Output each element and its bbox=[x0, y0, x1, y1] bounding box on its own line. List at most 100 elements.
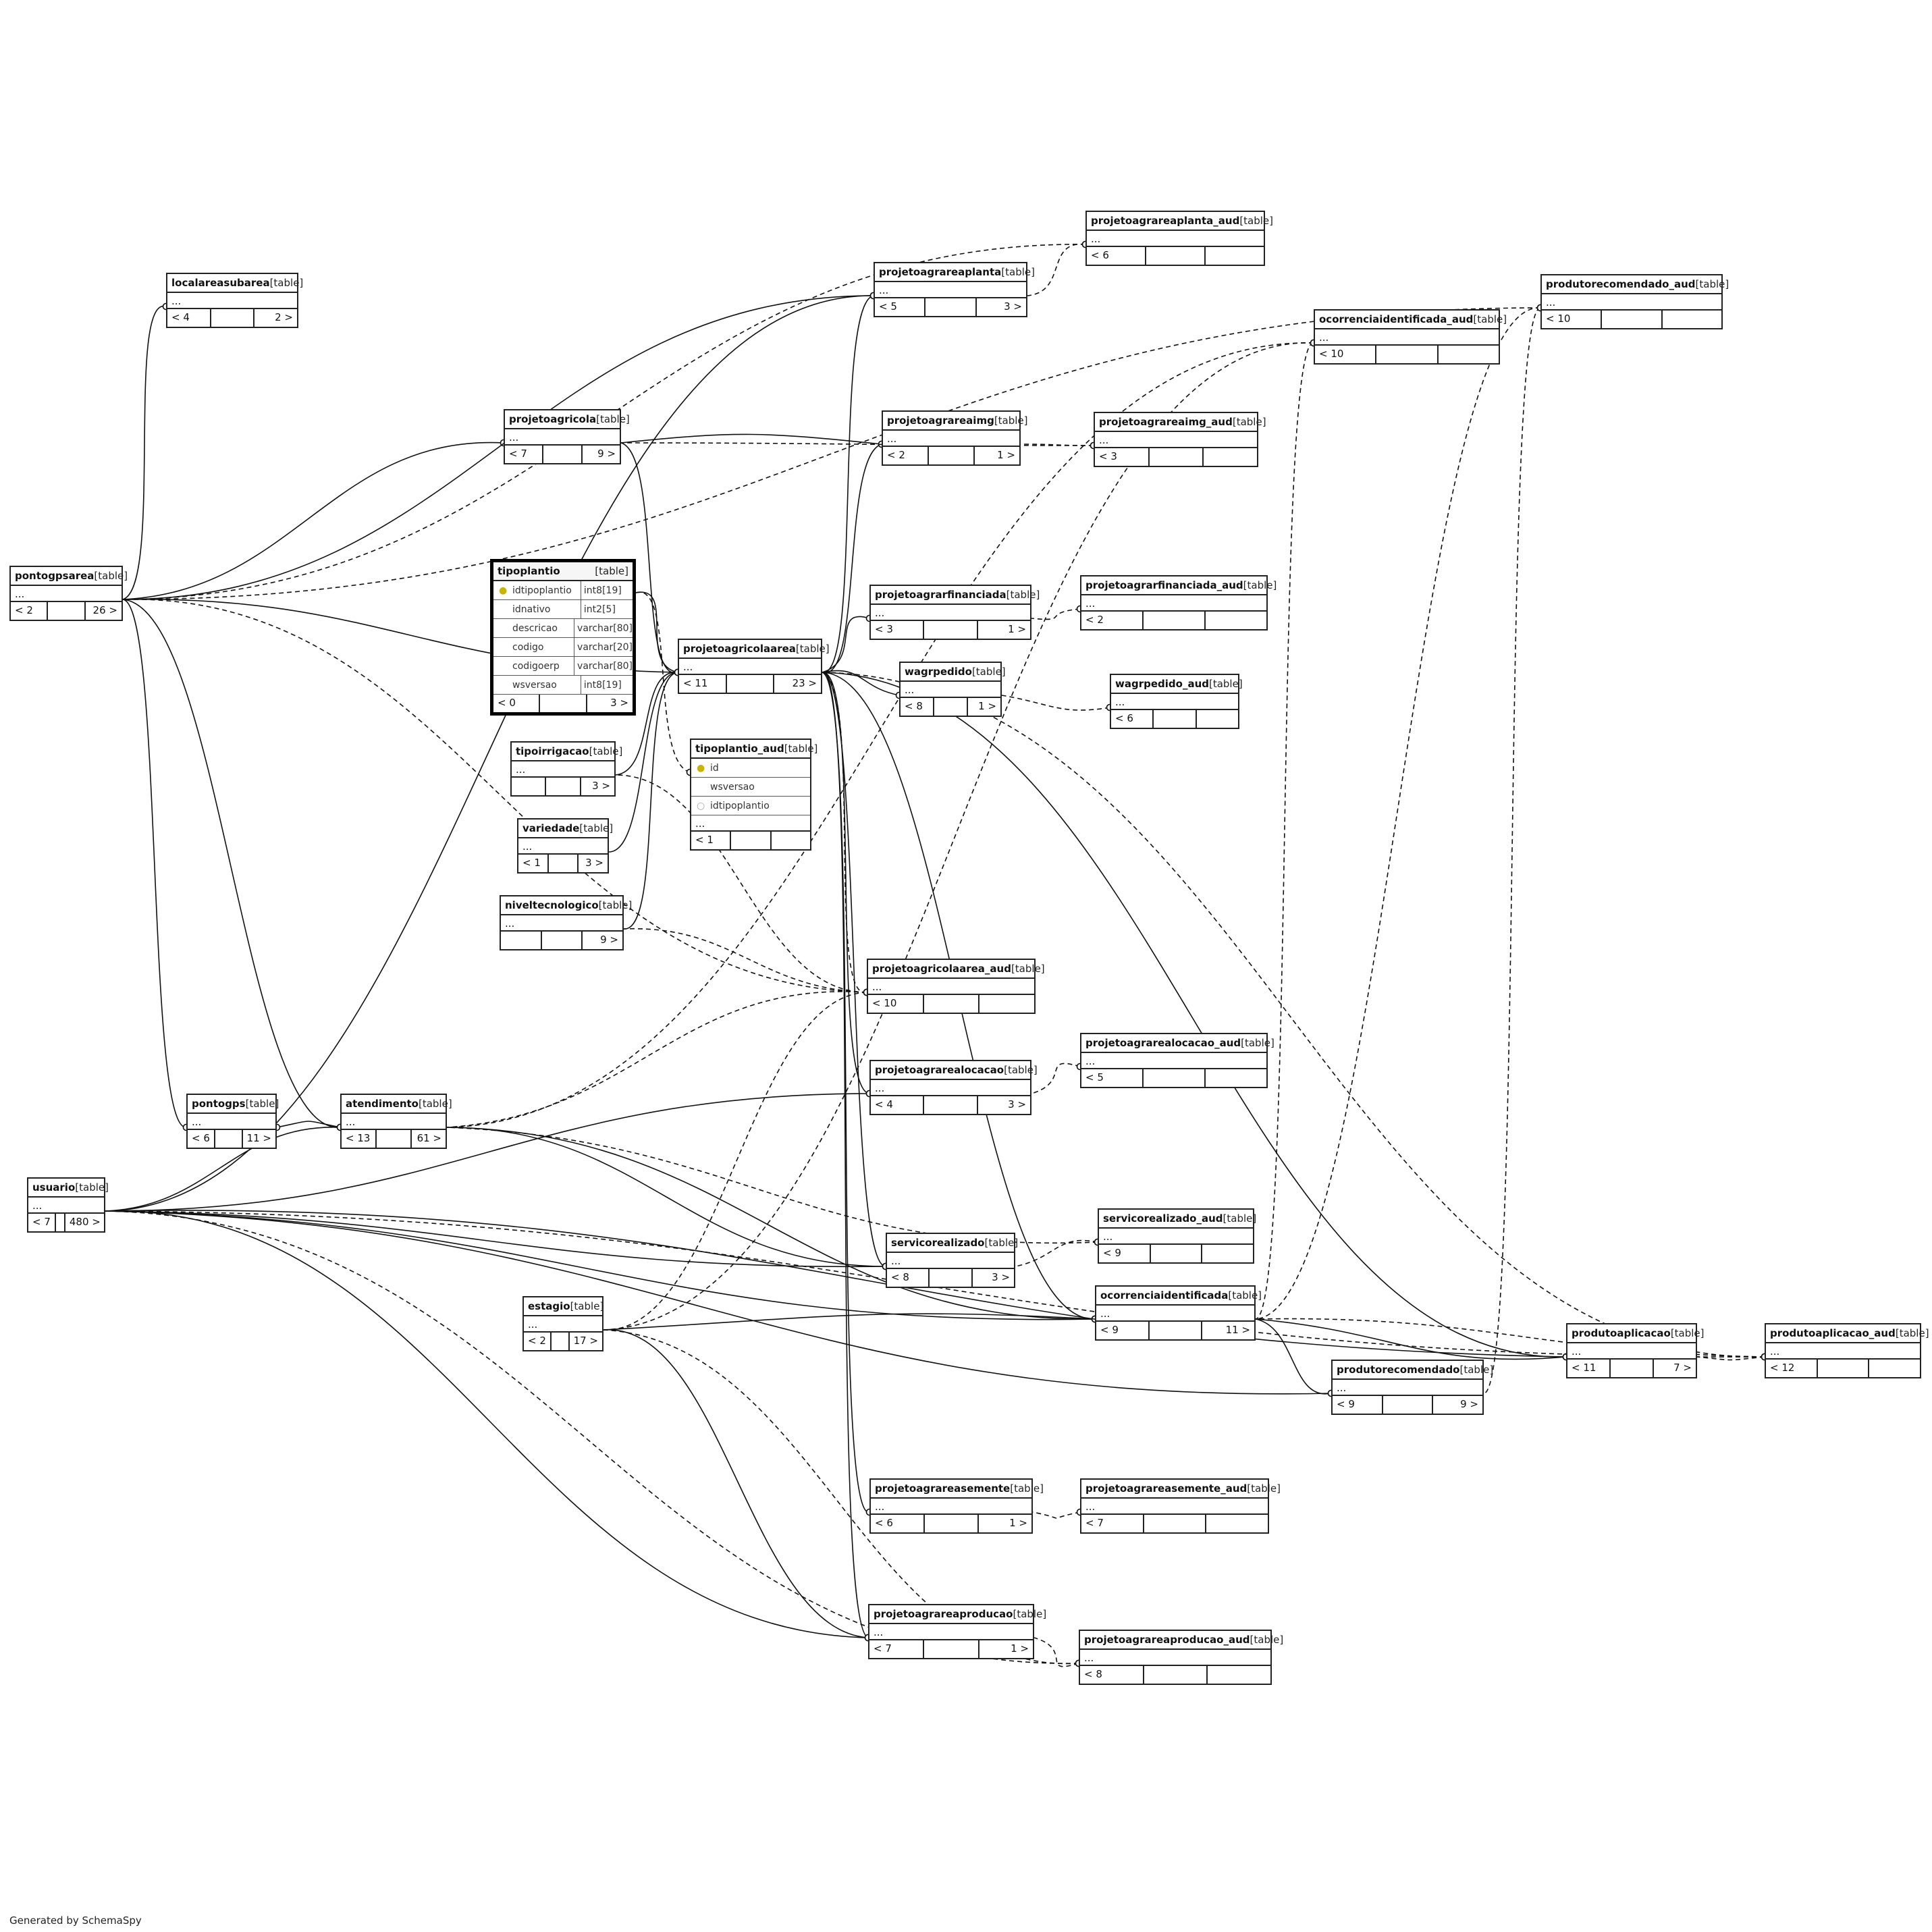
table-wagrpedido_aud[interactable]: wagrpedido_aud[table] ... < 6 bbox=[1110, 674, 1243, 729]
children-count[interactable] bbox=[1202, 1245, 1253, 1262]
parents-count[interactable]: < 7 bbox=[28, 1214, 56, 1231]
table-servicorealizado_aud[interactable]: servicorealizado_aud[table] ... < 9 bbox=[1098, 1208, 1256, 1264]
children-count[interactable]: 3 > bbox=[610, 697, 628, 709]
children-count[interactable]: 3 > bbox=[585, 857, 604, 869]
parents-count[interactable]: < 3 bbox=[1095, 448, 1150, 466]
parents-count[interactable]: < 13 bbox=[342, 1130, 377, 1148]
parents-count[interactable]: < 5 bbox=[875, 298, 926, 316]
table-niveltecnologico[interactable]: niveltecnologico[table] ... 9 > bbox=[500, 895, 632, 950]
parents-count[interactable]: < 8 bbox=[887, 1269, 930, 1287]
parents-count[interactable]: < 11 bbox=[1567, 1360, 1611, 1377]
table-tipoirrigacao[interactable]: tipoirrigacao[table] ... 3 > bbox=[510, 741, 622, 797]
children-count[interactable]: 1 > bbox=[1008, 623, 1026, 635]
parents-count[interactable]: < 8 bbox=[901, 698, 934, 716]
parents-count[interactable]: < 2 bbox=[883, 447, 929, 464]
parents-count[interactable]: < 10 bbox=[868, 995, 924, 1013]
parents-count[interactable]: < 4 bbox=[167, 309, 211, 327]
parents-count[interactable]: < 11 bbox=[679, 675, 727, 693]
parents-count[interactable] bbox=[501, 932, 542, 949]
parents-count[interactable]: < 7 bbox=[505, 446, 544, 463]
table-produtoaplicacao_aud[interactable]: produtoaplicacao_aud[table] ... < 12 bbox=[1765, 1323, 1929, 1378]
parents-count[interactable]: < 9 bbox=[1333, 1396, 1383, 1414]
parents-count[interactable]: < 10 bbox=[1315, 346, 1377, 363]
table-projetoagrarfinanciada_aud[interactable]: projetoagrarfinanciada_aud[table] ... < … bbox=[1080, 575, 1277, 630]
table-projetoagrareaplanta_aud[interactable]: projetoagrareaplanta_aud[table] ... < 6 bbox=[1085, 211, 1273, 266]
children-count[interactable]: 480 > bbox=[69, 1216, 101, 1228]
parents-count[interactable]: < 6 bbox=[188, 1130, 215, 1148]
children-count[interactable] bbox=[1206, 247, 1264, 265]
parents-count[interactable]: < 6 bbox=[1111, 710, 1154, 728]
children-count[interactable]: 1 > bbox=[1009, 1517, 1027, 1529]
table-projetoagrareasemente_aud[interactable]: projetoagrareasemente_aud[table] ... < 7 bbox=[1080, 1478, 1281, 1534]
children-count[interactable]: 1 > bbox=[978, 700, 996, 712]
parents-count[interactable]: < 12 bbox=[1766, 1360, 1818, 1377]
children-count[interactable]: 11 > bbox=[246, 1132, 271, 1144]
children-count[interactable] bbox=[1439, 346, 1499, 363]
table-tipoplantio_aud[interactable]: tipoplantio_aud[table] ●id wsversao ○idt… bbox=[690, 739, 817, 851]
children-count[interactable]: 3 > bbox=[1004, 300, 1022, 313]
children-count[interactable] bbox=[1197, 710, 1238, 728]
parents-count[interactable]: < 9 bbox=[1096, 1322, 1150, 1339]
children-count[interactable]: 3 > bbox=[1008, 1098, 1026, 1110]
parents-count[interactable]: < 2 bbox=[1081, 612, 1144, 629]
children-count[interactable]: 23 > bbox=[792, 677, 817, 689]
table-produtorecomendado_aud[interactable]: produtorecomendado_aud[table] ... < 10 bbox=[1540, 274, 1729, 329]
children-count[interactable]: 61 > bbox=[417, 1132, 441, 1144]
children-count[interactable] bbox=[1206, 1515, 1268, 1532]
table-projetoagrareaimg_aud[interactable]: projetoagrareaimg_aud[table] ... < 3 bbox=[1094, 412, 1266, 467]
parents-count[interactable]: < 9 bbox=[1099, 1245, 1151, 1262]
children-count[interactable]: 3 > bbox=[992, 1271, 1010, 1283]
table-projetoagrarealocacao_aud[interactable]: projetoagrarealocacao_aud[table] ... < 5 bbox=[1080, 1033, 1274, 1088]
children-count[interactable] bbox=[772, 832, 810, 849]
table-ocorrenciaidentificada_aud[interactable]: ocorrenciaidentificada_aud[table] ... < … bbox=[1314, 309, 1507, 365]
children-count[interactable]: 9 > bbox=[597, 448, 616, 460]
parents-count[interactable]: < 7 bbox=[1081, 1515, 1144, 1532]
children-count[interactable] bbox=[1204, 448, 1257, 466]
children-count[interactable]: 2 > bbox=[275, 311, 294, 323]
children-count[interactable]: 11 > bbox=[1225, 1324, 1251, 1336]
children-count[interactable]: 7 > bbox=[1673, 1362, 1692, 1374]
children-count[interactable] bbox=[1869, 1360, 1920, 1377]
children-count[interactable] bbox=[1208, 1666, 1270, 1684]
children-count[interactable]: 3 > bbox=[592, 780, 610, 792]
parents-count[interactable]: < 10 bbox=[1542, 311, 1603, 328]
parents-count[interactable]: < 1 bbox=[691, 832, 732, 849]
children-count[interactable]: 26 > bbox=[92, 604, 117, 616]
parents-count[interactable]: < 2 bbox=[524, 1333, 552, 1350]
children-count[interactable]: 17 > bbox=[573, 1335, 598, 1347]
parents-count[interactable]: < 8 bbox=[1080, 1666, 1144, 1684]
parents-count[interactable]: < 6 bbox=[871, 1515, 925, 1532]
parents-count[interactable] bbox=[512, 778, 547, 795]
parents-count[interactable]: < 4 bbox=[871, 1096, 925, 1114]
parents-count[interactable]: < 0 bbox=[493, 695, 541, 712]
parents-count[interactable]: < 3 bbox=[871, 621, 925, 639]
children-count[interactable]: 1 > bbox=[997, 449, 1015, 461]
children-count[interactable] bbox=[1206, 1069, 1266, 1087]
children-count[interactable] bbox=[1663, 311, 1721, 328]
parents-count[interactable]: < 1 bbox=[518, 855, 549, 872]
children-count[interactable] bbox=[1206, 612, 1266, 629]
parents-count[interactable]: < 7 bbox=[869, 1640, 925, 1658]
children-count[interactable]: 9 > bbox=[600, 934, 619, 946]
children-count[interactable]: 9 > bbox=[1460, 1398, 1479, 1410]
children-count[interactable]: 1 > bbox=[1011, 1642, 1029, 1655]
table-projetoagricolaarea_aud[interactable]: projetoagricolaarea_aud[table] ... < 10 bbox=[867, 959, 1045, 1014]
